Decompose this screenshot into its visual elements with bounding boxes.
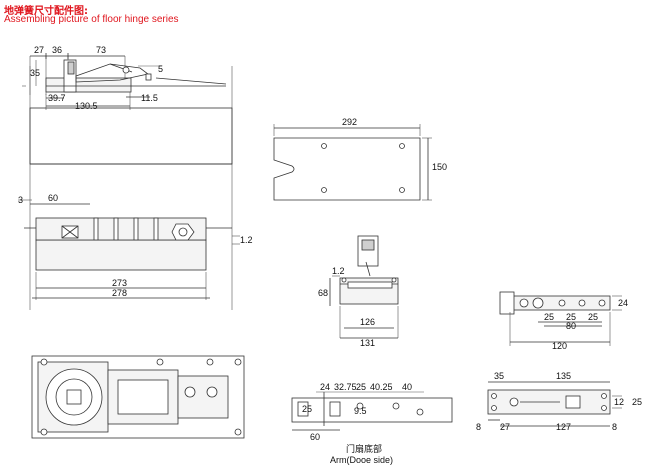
dim-25-a: 25 bbox=[544, 312, 554, 322]
arm-top-view: 24 25 25 25 80 120 bbox=[499, 291, 628, 351]
dim-127: 127 bbox=[556, 422, 571, 432]
caption-chinese: 门扇底部 bbox=[346, 443, 382, 455]
dim-5: 5 bbox=[158, 64, 163, 74]
dim-8-left: 8 bbox=[476, 422, 481, 432]
dim-25-door-v: 25 bbox=[302, 404, 312, 414]
dim-150: 150 bbox=[432, 162, 447, 172]
door-bottom-detail: 24 32.75 25 40.25 40 25 9.5 60 门扇底部 Arm(… bbox=[291, 382, 453, 465]
dim-12: 12 bbox=[614, 397, 624, 407]
dim-25-arm-v: 25 bbox=[632, 397, 642, 407]
dim-39-7: 39.7 bbox=[48, 93, 66, 103]
dim-25-door: 25 bbox=[356, 382, 366, 392]
cover-plate: 292 150 bbox=[273, 117, 447, 201]
dim-131: 131 bbox=[360, 338, 375, 348]
dim-60-door: 60 bbox=[310, 432, 320, 442]
dim-273: 273 bbox=[112, 278, 127, 288]
dim-24-arm: 24 bbox=[618, 298, 628, 308]
arm-bottom-view: 35 135 12 25 8 27 127 8 bbox=[476, 371, 642, 432]
side-view: 27 36 73 35 5 39.7 11.5 130.5 bbox=[22, 45, 227, 111]
dim-80: 80 bbox=[566, 321, 576, 331]
dim-1-2: 1.2 bbox=[240, 235, 253, 245]
dim-3: 3 bbox=[18, 195, 23, 205]
title-english: Assembling picture of floor hinge series bbox=[4, 14, 179, 25]
caption-english: Arm(Dooe side) bbox=[330, 455, 393, 465]
dim-292: 292 bbox=[342, 117, 357, 127]
bottom-plan-view bbox=[31, 355, 245, 439]
dim-25-c: 25 bbox=[588, 312, 598, 322]
dim-135: 135 bbox=[556, 371, 571, 381]
dim-27: 27 bbox=[34, 45, 44, 55]
dim-40-door: 40 bbox=[402, 382, 412, 392]
dim-32-75: 32.75 bbox=[334, 382, 357, 392]
dim-68: 68 bbox=[318, 288, 328, 298]
dim-1-2-spindle: 1.2 bbox=[332, 266, 345, 276]
dim-126: 126 bbox=[360, 317, 375, 327]
dim-73: 73 bbox=[96, 45, 106, 55]
dim-35: 35 bbox=[30, 68, 40, 78]
dim-11-5: 11.5 bbox=[141, 93, 158, 103]
dim-8-right: 8 bbox=[612, 422, 617, 432]
dim-130-5: 130.5 bbox=[75, 101, 98, 111]
dim-60: 60 bbox=[48, 193, 58, 203]
dim-35-arm: 35 bbox=[494, 371, 504, 381]
dim-24-door: 24 bbox=[320, 382, 330, 392]
dim-120: 120 bbox=[552, 341, 567, 351]
spindle-detail: 1.2 68 126 131 bbox=[318, 235, 399, 348]
dim-278: 278 bbox=[112, 288, 127, 298]
dim-36: 36 bbox=[52, 45, 62, 55]
dim-9-5: 9.5 bbox=[354, 406, 367, 416]
dim-40-25: 40.25 bbox=[370, 382, 393, 392]
title-chinese: 地弹簧尺寸配件图: bbox=[4, 6, 88, 17]
dim-27: 27 bbox=[500, 422, 510, 432]
dim-25-b: 25 bbox=[566, 312, 576, 322]
front-view: 3 60 1.2 273 278 bbox=[18, 66, 253, 310]
